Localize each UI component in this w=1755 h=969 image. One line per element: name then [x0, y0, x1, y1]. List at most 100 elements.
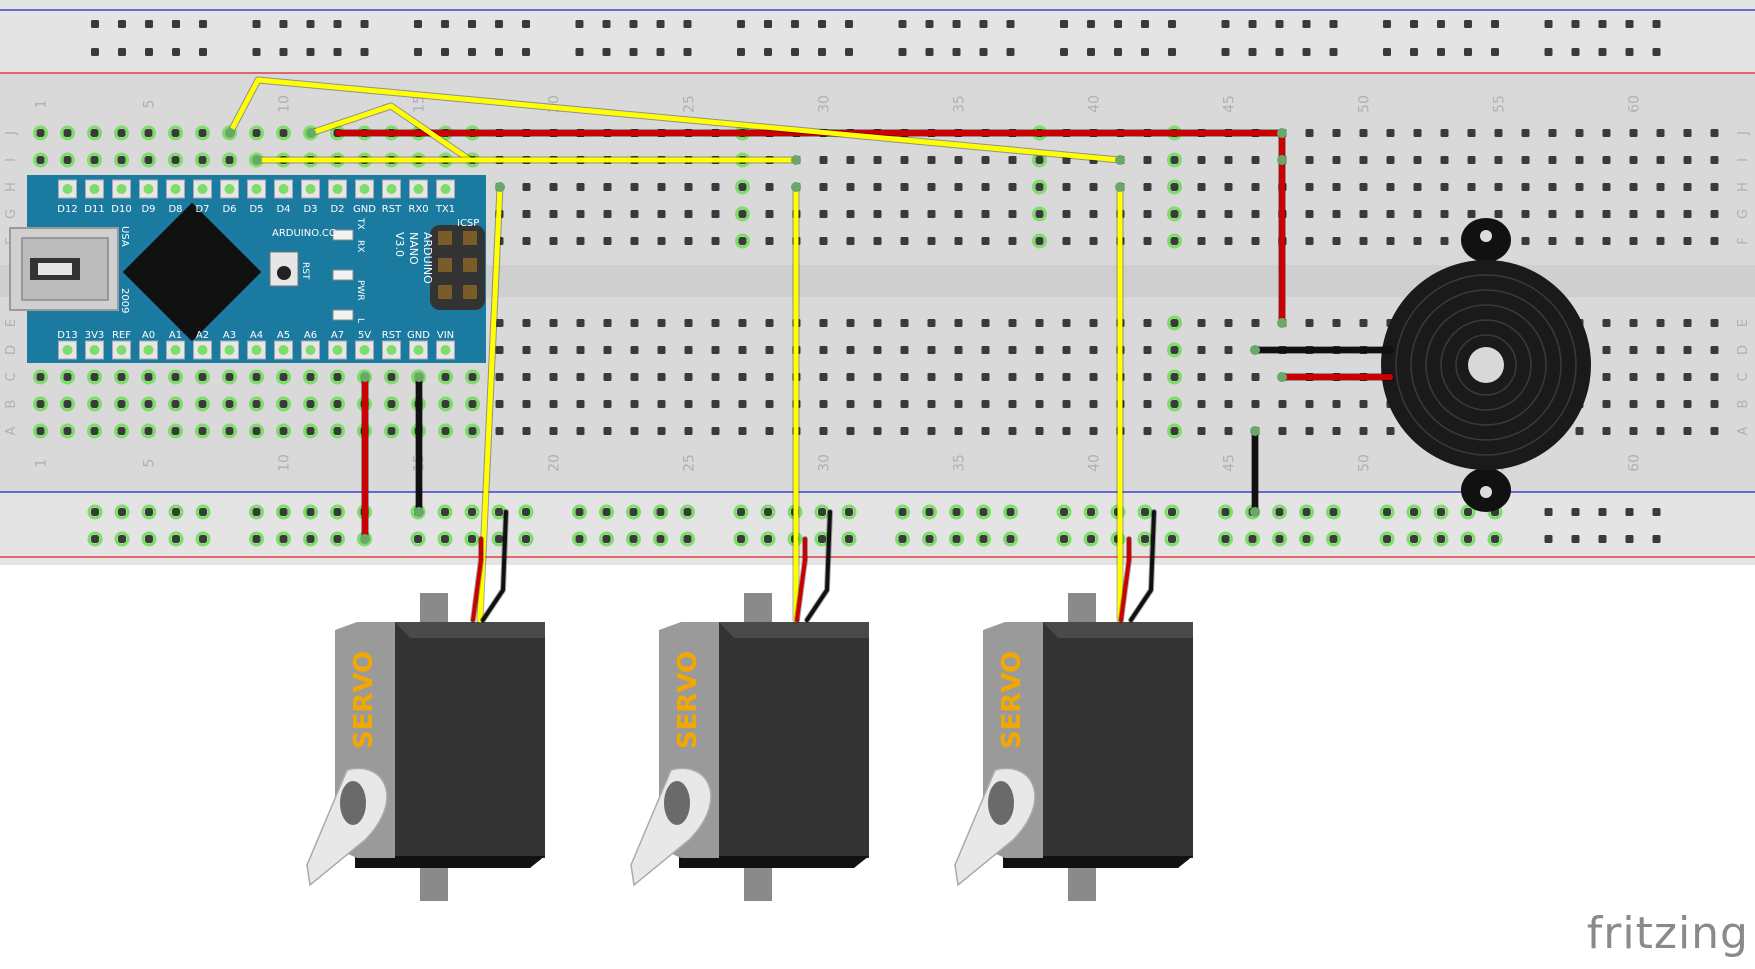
- breadboard-hole: [1413, 237, 1422, 245]
- status-led: [332, 269, 354, 281]
- breadboard-hole: [144, 373, 153, 381]
- active-hole: [141, 423, 156, 439]
- mount-hole: [1480, 230, 1492, 242]
- pin-label-top: D2: [330, 204, 344, 215]
- rail-hole: [468, 20, 476, 28]
- breadboard-hole: [1170, 183, 1179, 191]
- breadboard-hole: [630, 346, 639, 354]
- column-number-top: 60: [1627, 95, 1643, 113]
- breadboard-hole: [819, 210, 828, 218]
- rail-hole: [1598, 20, 1607, 28]
- rail-hole: [172, 48, 180, 56]
- rail-hole: [898, 535, 907, 543]
- active-hole: [330, 423, 345, 439]
- servo-body-bottom: [355, 856, 545, 868]
- breadboard-hole: [738, 183, 747, 191]
- breadboard-hole: [1413, 129, 1422, 137]
- breadboard-hole: [954, 210, 963, 218]
- active-rail-hole: [276, 504, 291, 520]
- rail-hole: [1625, 508, 1634, 516]
- active-hole: [735, 233, 750, 249]
- breadboard-hole: [1656, 183, 1665, 191]
- breadboard-hole: [900, 237, 909, 245]
- breadboard-hole: [1521, 210, 1530, 218]
- breadboard-hole: [900, 183, 909, 191]
- breadboard-hole: [873, 319, 882, 327]
- breadboard-hole: [522, 210, 531, 218]
- breadboard-hole: [198, 156, 207, 164]
- rail-hole: [818, 20, 826, 28]
- active-hole: [465, 369, 480, 385]
- breadboard-hole: [1089, 400, 1098, 408]
- breadboard-hole: [171, 373, 180, 381]
- breadboard-hole: [1602, 237, 1611, 245]
- active-rail-hole: [87, 504, 103, 520]
- breadboard-hole: [1170, 210, 1179, 218]
- breadboard-hole: [1089, 183, 1098, 191]
- active-hole: [438, 369, 453, 385]
- row-letter-right: I: [1736, 158, 1751, 162]
- wire-end: [791, 155, 801, 165]
- rail-hole: [145, 508, 153, 516]
- status-led: [332, 309, 354, 321]
- header-pin-hole: [224, 345, 235, 355]
- breadboard-hole: [603, 346, 612, 354]
- servo-body: [395, 622, 545, 858]
- rail-hole: [1168, 535, 1176, 543]
- breadboard-hole: [1332, 319, 1341, 327]
- rail-hole: [1544, 535, 1553, 543]
- wires: [225, 76, 1394, 624]
- row-letter-right: D: [1736, 345, 1751, 355]
- row-letter-right: B: [1736, 400, 1751, 409]
- breadboard-hole: [981, 346, 990, 354]
- active-rail-hole: [1406, 531, 1422, 547]
- breadboard-hole: [468, 373, 477, 381]
- breadboard-hole: [522, 183, 531, 191]
- wire-end: [306, 128, 316, 138]
- rail-hole: [252, 20, 261, 28]
- rail-hole: [1275, 535, 1284, 543]
- breadboard-hole: [1251, 237, 1260, 245]
- breadboard-hole: [900, 319, 909, 327]
- breadboard-hole: [441, 427, 450, 435]
- active-hole: [303, 396, 318, 412]
- active-hole: [222, 369, 237, 385]
- active-rail-hole: [922, 531, 937, 547]
- breadboard-hole: [1143, 400, 1152, 408]
- year-label: 2009: [119, 288, 130, 313]
- rail-hole: [1275, 48, 1284, 56]
- reset-label: RST: [300, 262, 310, 280]
- wire-end: [252, 155, 262, 165]
- active-rail-hole: [410, 531, 426, 547]
- breadboard-hole: [1629, 427, 1638, 435]
- active-rail-hole: [1137, 504, 1153, 520]
- rail-hole: [1464, 535, 1472, 543]
- breadboard-hole: [1332, 427, 1341, 435]
- rail-hole: [683, 508, 692, 516]
- servo-ground-lead: [1129, 510, 1156, 622]
- row-letter-left: I: [4, 158, 19, 162]
- breadboard-hole: [1629, 400, 1638, 408]
- active-hole: [303, 369, 318, 385]
- active-hole: [735, 206, 750, 222]
- active-rail-hole: [249, 531, 264, 547]
- active-hole: [249, 423, 264, 439]
- breadboard-hole: [765, 373, 774, 381]
- breadboard-hole: [1008, 156, 1017, 164]
- active-rail-hole: [733, 504, 749, 520]
- breadboard-hole: [225, 400, 234, 408]
- rail-hole: [468, 508, 476, 516]
- active-rail-hole: [680, 531, 695, 547]
- active-rail-hole: [437, 504, 453, 520]
- breadboard-hole: [225, 156, 234, 164]
- breadboard-hole: [1035, 400, 1044, 408]
- active-hole: [141, 152, 156, 168]
- rail-hole: [306, 48, 315, 56]
- breadboard-hole: [1008, 319, 1017, 327]
- breadboard-hole: [1251, 373, 1260, 381]
- servo-shaft: [988, 781, 1014, 825]
- breadboard-hole: [90, 156, 99, 164]
- breadboard-hole: [1359, 427, 1368, 435]
- breadboard-hole: [36, 373, 45, 381]
- breadboard-hole: [684, 319, 693, 327]
